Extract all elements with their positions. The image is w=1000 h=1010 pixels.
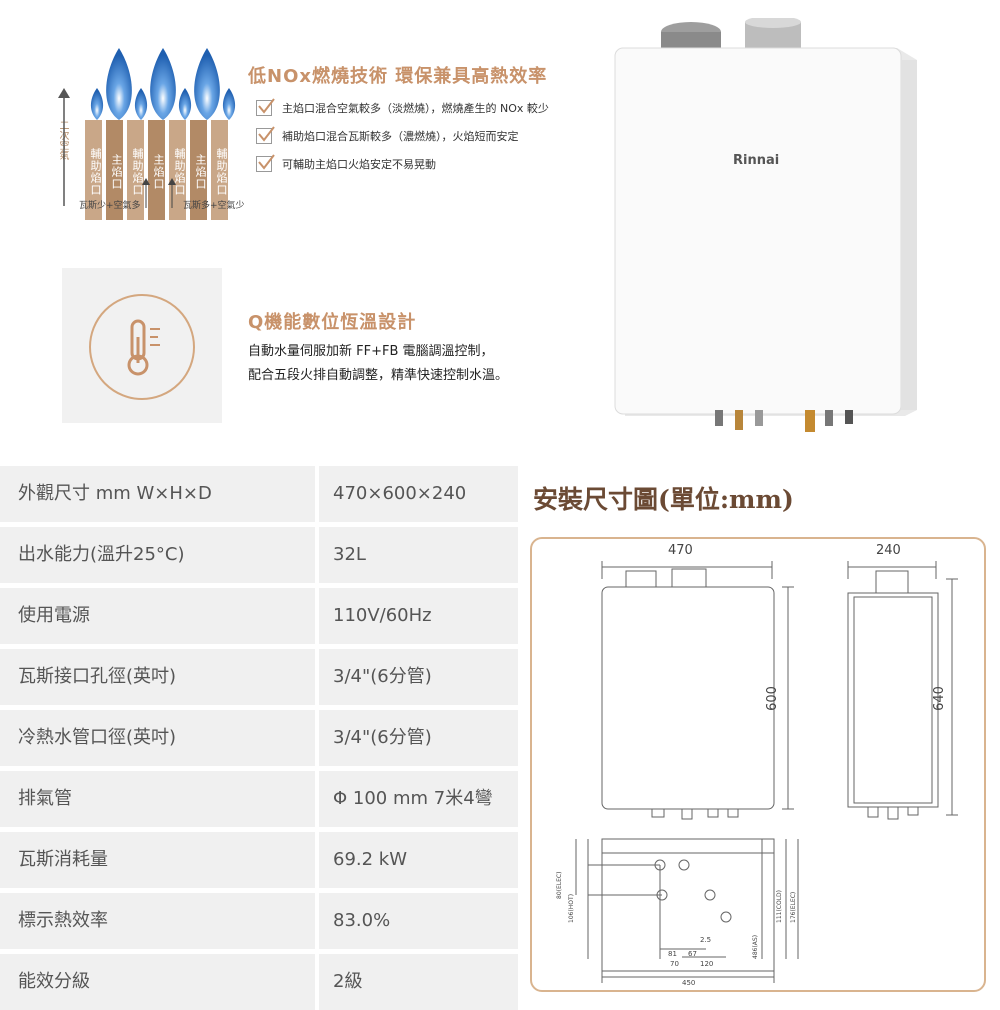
spec-label: 瓦斯接口孔徑(英吋) [0,649,315,705]
checkmark-icon [256,98,275,116]
q-title: Q機能數位恆溫設計 [248,312,417,333]
arrow-up-icon [168,178,176,208]
spec-label: 能效分級 [0,954,315,1010]
bottom-side-label: 176(ELEC) [790,891,797,923]
install-drawing: 470 240 600 640 2.5 81 67 70 120 450 80(… [530,537,986,992]
spec-value: 83.0% [319,893,518,949]
bottom-side-label: 111(COLD) [776,889,783,923]
nox-bullet: 可輔助主焰口火焰安定不易晃動 [256,154,436,172]
gas-more-caption: 瓦斯多+空氣少 [183,201,245,211]
side-height-label: 640 [931,686,947,711]
bottom-dim: 81 [668,950,677,958]
bottom-side-label: 80(ELEC) [556,871,563,899]
spec-label: 標示熱效率 [0,893,315,949]
install-title: 安裝尺寸圖(單位:mm) [533,485,794,514]
burner-column: 輔助焰口 [169,120,186,220]
secondary-air-label: 二次空氣 [57,120,68,160]
q-line: 配合五段火排自動調整，精準快速控制水溫。 [248,368,509,383]
bottom-dim: 120 [700,960,714,968]
q-line: 自動水量伺服加新 FF+FB 電腦調溫控制， [248,344,494,359]
nox-bullet: 主焰口混合空氣較多（淡燃燒），燃燒產生的 NOx 較少 [256,98,549,116]
burner-column: 輔助焰口 [127,120,144,220]
nox-title: 低NOx燃燒技術 環保兼具高熱效率 [248,66,548,87]
spec-row: 冷熱水管口徑(英吋)3/4"(6分管) [0,710,518,766]
burner-column: 主焰口 [106,120,123,220]
spec-value: 69.2 kW [319,832,518,888]
brand-logo: Rinnai [733,153,780,168]
spec-label: 使用電源 [0,588,315,644]
front-width-label: 470 [668,543,693,558]
checkmark-icon [256,126,275,144]
nox-bullets: 主焰口混合空氣較多（淡燃燒），燃燒產生的 NOx 較少 補助焰口混合瓦斯較多（濃… [256,98,586,180]
spec-label: 排氣管 [0,771,315,827]
spec-value: 470×600×240 [319,466,518,522]
burner-column: 輔助焰口 [85,120,102,220]
spec-value: 3/4"(6分管) [319,649,518,705]
arrow-up-icon [58,88,70,206]
burner-column: 輔助焰口 [211,120,228,220]
bottom-dim: 67 [688,950,697,958]
spec-label: 外觀尺寸 mm W×H×D [0,466,315,522]
spec-value: 110V/60Hz [319,588,518,644]
burner-diagram: 二次空氣 輔助焰口 主焰口 輔助焰口 主焰口 輔助焰口 主焰口 輔助焰口 [55,40,255,220]
spec-row: 瓦斯接口孔徑(英吋)3/4"(6分管) [0,649,518,705]
bottom-dim: 2.5 [700,936,712,944]
burner-column: 主焰口 [148,120,165,220]
bottom-dim: 70 [670,960,679,968]
bottom-side-label: 106(HOT) [568,893,575,923]
spec-value: 3/4"(6分管) [319,710,518,766]
water-heater-image: Rinnai [605,16,935,438]
bottom-dim: 450 [682,979,696,987]
spec-label: 冷熱水管口徑(英吋) [0,710,315,766]
dimension-drawing [575,561,958,983]
gas-less-caption: 瓦斯少+空氣多 [79,201,141,211]
thermometer-icon [89,294,195,400]
checkmark-icon [256,154,275,172]
spec-label: 出水能力(溫升25°C) [0,527,315,583]
spec-label: 瓦斯消耗量 [0,832,315,888]
bullet-text: 補助焰口混合瓦斯較多（濃燃燒），火焰短而安定 [282,130,519,143]
nox-bullet: 補助焰口混合瓦斯較多（濃燃燒），火焰短而安定 [256,126,519,144]
bullet-text: 可輔助主焰口火焰安定不易晃動 [282,158,436,171]
burner-column: 主焰口 [190,120,207,220]
q-icon-box [62,268,222,423]
front-height-label: 600 [764,686,780,711]
flames-illustration [90,48,236,120]
spec-value: 2級 [319,954,518,1010]
q-description: 自動水量伺服加新 FF+FB 電腦調溫控制， 配合五段火排自動調整，精準快速控制… [248,340,508,388]
spec-value: Φ 100 mm 7米4彎 [319,771,518,827]
arrow-up-icon [142,178,150,208]
bullet-text: 主焰口混合空氣較多（淡燃燒），燃燒產生的 NOx 較少 [282,102,549,115]
spec-value: 32L [319,527,518,583]
bottom-side-label: 486(AS) [752,934,759,959]
side-depth-label: 240 [876,543,901,558]
spec-row: 出水能力(溫升25°C)32L [0,527,518,583]
